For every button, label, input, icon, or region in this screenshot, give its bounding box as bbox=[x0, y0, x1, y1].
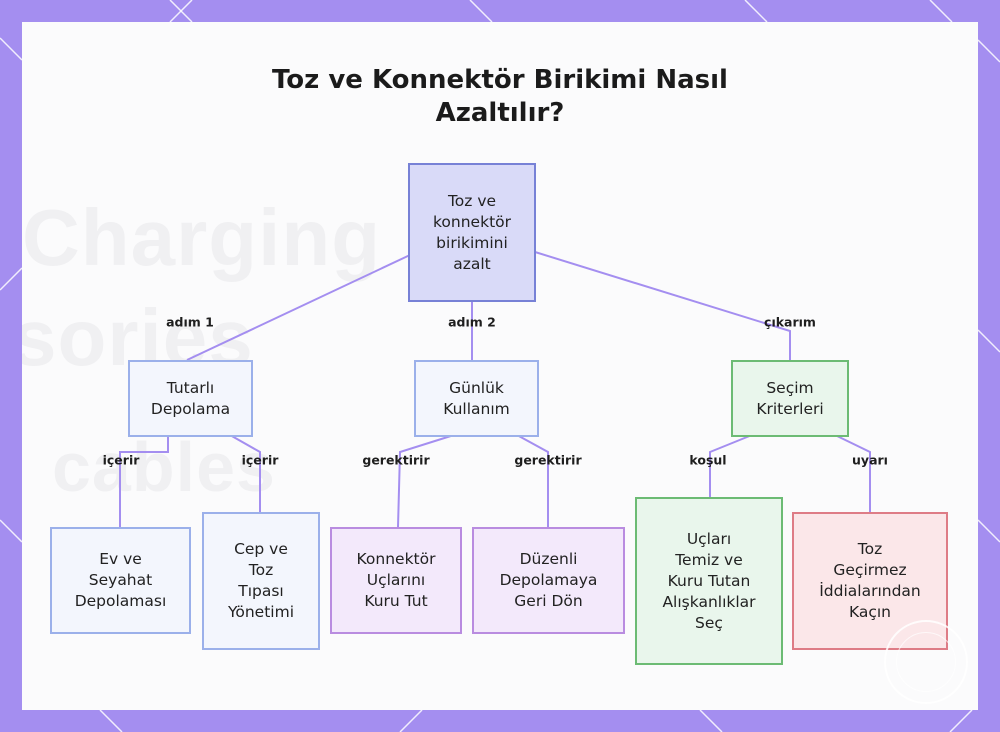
corner-seal-watermark bbox=[884, 620, 968, 704]
node-choose-habits: Uçları Temiz ve Kuru Tutan Alışkanlıklar… bbox=[635, 497, 783, 665]
edge-storage-home bbox=[119, 435, 169, 527]
node-root: Toz ve konnektör birikimini azalt bbox=[408, 163, 536, 302]
node-daily-use: Günlük Kullanım bbox=[414, 360, 539, 437]
node-consistent-storage: Tutarlı Depolama bbox=[128, 360, 253, 437]
edge-label-condition: koşul bbox=[689, 452, 727, 468]
edge-label-includes: içerir bbox=[241, 452, 279, 468]
edge-label-requires: gerektirir bbox=[514, 452, 582, 468]
edge-root-storage bbox=[186, 254, 411, 361]
node-avoid-dustproof-claims: Toz Geçirmez İddialarından Kaçın bbox=[792, 512, 948, 650]
edge-root-criteria bbox=[534, 251, 791, 360]
edge-daily-regular bbox=[516, 434, 549, 527]
edge-label-takeaway: çıkarım bbox=[764, 314, 816, 330]
edge-daily-dry bbox=[397, 434, 455, 528]
edge-label-step1: adım 1 bbox=[166, 314, 214, 330]
edge-label-requires: gerektirir bbox=[362, 452, 430, 468]
connector-lines bbox=[119, 251, 871, 528]
edge-label-warning: uyarı bbox=[852, 452, 888, 468]
node-return-to-storage: Düzenli Depolamaya Geri Dön bbox=[472, 527, 625, 634]
diagram-title: Toz ve Konnektör Birikimi Nasıl Azaltılı… bbox=[22, 64, 978, 130]
edge-storage-pocket bbox=[229, 434, 261, 512]
node-pocket-dust-plug: Cep ve Toz Tıpası Yönetimi bbox=[202, 512, 320, 650]
diagram-canvas: Charging sories cables Toz ve Konnektör … bbox=[22, 22, 978, 710]
node-keep-connectors-dry: Konnektör Uçlarını Kuru Tut bbox=[330, 527, 462, 634]
edge-label-includes: içerir bbox=[102, 452, 140, 468]
node-selection-criteria: Seçim Kriterleri bbox=[731, 360, 849, 437]
edge-criteria-habits bbox=[709, 434, 753, 497]
title-line-1: Toz ve Konnektör Birikimi Nasıl bbox=[272, 65, 728, 95]
node-home-travel-storage: Ev ve Seyahat Depolaması bbox=[50, 527, 191, 634]
title-line-2: Azaltılır? bbox=[435, 98, 565, 128]
edge-criteria-avoid bbox=[834, 434, 871, 512]
edge-label-step2: adım 2 bbox=[448, 314, 496, 330]
